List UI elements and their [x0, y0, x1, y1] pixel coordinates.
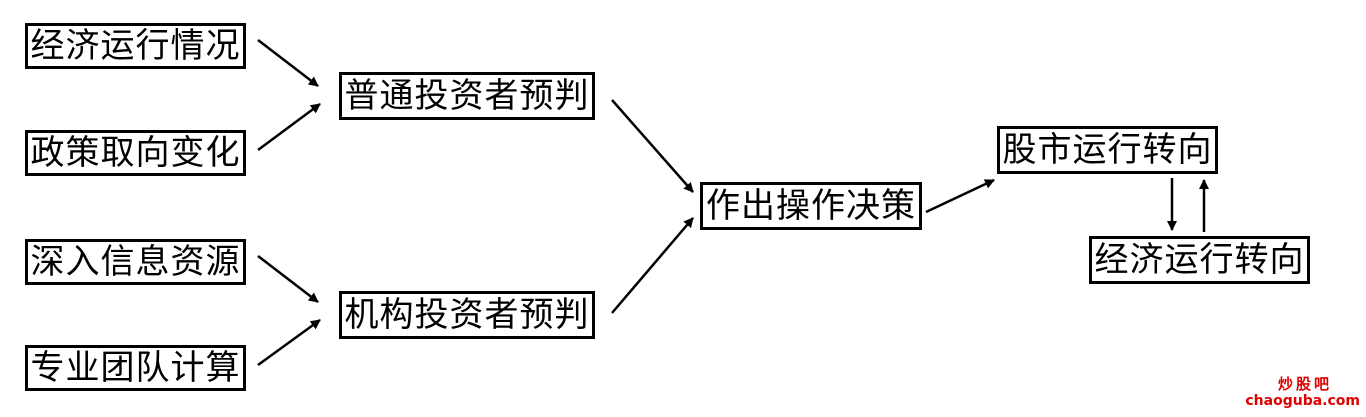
arrow-decision-to-market	[925, 178, 995, 214]
node-economy-turn: 经济运行转向	[1089, 236, 1310, 284]
watermark-brand: 炒股吧	[1277, 375, 1332, 393]
arrow-info-to-inst	[257, 255, 319, 303]
arrow-inst-to-decision	[611, 217, 694, 314]
arrow-policy-to-retail	[257, 102, 321, 152]
node-market-turn: 股市运行转向	[997, 126, 1218, 174]
arrow-economy-to-retail	[257, 39, 319, 87]
node-team-calc: 专业团队计算	[25, 345, 246, 391]
watermark-url: chaoguba.com	[1245, 393, 1360, 409]
node-deep-info: 深入信息资源	[25, 239, 246, 285]
node-decision: 作出操作决策	[700, 182, 922, 230]
node-policy-change: 政策取向变化	[25, 130, 246, 176]
node-inst-forecast: 机构投资者预判	[339, 291, 595, 339]
arrow-team-to-inst	[257, 318, 321, 367]
arrow-retail-to-decision	[611, 99, 694, 193]
node-economy-status: 经济运行情况	[25, 23, 246, 69]
node-retail-forecast: 普通投资者预判	[339, 72, 595, 120]
